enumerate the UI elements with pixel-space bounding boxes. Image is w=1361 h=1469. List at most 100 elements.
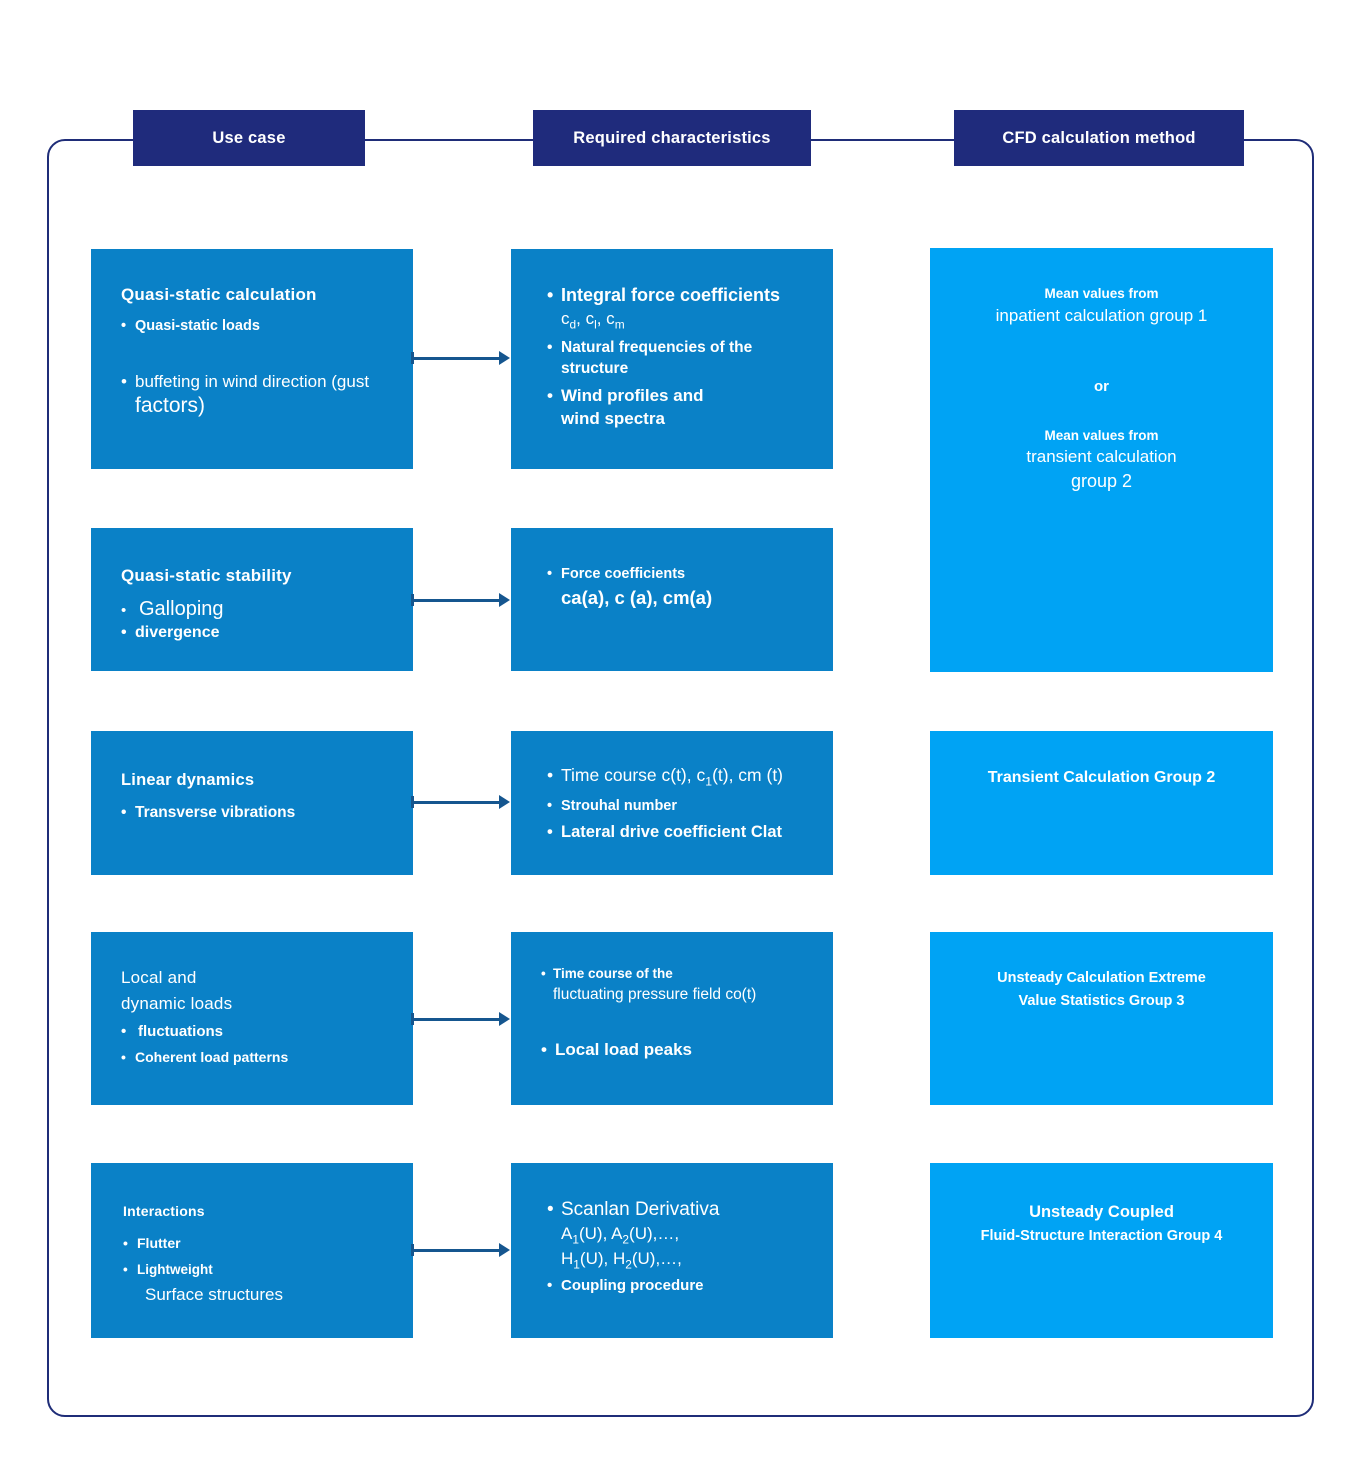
box-title: Interactions xyxy=(123,1203,205,1219)
box-title: Quasi-static calculation xyxy=(121,285,317,304)
use-case-box-quasi-static-stability: Quasi-static stability • Galloping • div… xyxy=(91,528,413,671)
bullet-item: • Scanlan Derivativa xyxy=(547,1199,817,1221)
bullet-item: • Transverse vibrations xyxy=(121,804,393,822)
bullet-item: • Quasi-static loads xyxy=(121,318,389,334)
bullet-dot: • xyxy=(121,804,127,821)
bullet-item: • Coherent load patterns xyxy=(121,1049,393,1065)
use-case-box-local-dynamic-loads: Local and dynamic loads • fluctuations •… xyxy=(91,932,413,1105)
bullet-text-continued: fluctuating pressure field co(t) xyxy=(553,986,757,1003)
method-line: transient calculation xyxy=(1026,447,1177,466)
bullet-text: Lightweight xyxy=(137,1262,213,1277)
bullet-text: Galloping xyxy=(139,598,224,620)
bullet-dot: • xyxy=(121,372,127,391)
header-use-case: Use case xyxy=(133,110,365,166)
bullet-text: Natural frequencies of the xyxy=(561,339,753,357)
bullet-text: Coherent load patterns xyxy=(135,1049,289,1065)
method-box-group3: Unsteady Calculation Extreme Value Stati… xyxy=(930,932,1273,1105)
arrow-row5-icon xyxy=(411,1243,510,1257)
method-box-group2: Transient Calculation Group 2 xyxy=(930,731,1273,875)
use-case-box-linear-dynamics: Linear dynamics • Transverse vibrations xyxy=(91,731,413,875)
box-title: Local and xyxy=(121,968,197,987)
bullet-text-continued: factors) xyxy=(135,394,206,417)
arrow-row3-icon xyxy=(411,795,510,809)
bullet-dot: • xyxy=(547,285,554,305)
method-line: Fluid-Structure Interaction Group 4 xyxy=(980,1228,1223,1244)
bullet-item: • Lateral drive coefficient Clat xyxy=(547,823,817,842)
box-title: Linear dynamics xyxy=(121,771,255,789)
bullet-dot: • xyxy=(121,1023,127,1040)
characteristics-box-row2: • Force coefficients ca(a), c (a), cm(a) xyxy=(511,528,833,671)
bullet-item: • Time course of the xyxy=(541,966,817,981)
method-line: Mean values from xyxy=(1044,286,1159,301)
bullet-text: fluctuations xyxy=(138,1023,223,1040)
bullet-dot: • xyxy=(547,1276,553,1294)
method-line: Value Statistics Group 3 xyxy=(1018,993,1185,1009)
bullet-item: • divergence xyxy=(121,624,393,642)
bullet-text: Lateral drive coefficient Clat xyxy=(561,822,782,841)
bullet-item: • Flutter xyxy=(123,1235,393,1251)
bullet-dot: • xyxy=(547,1199,554,1220)
characteristics-box-row4: • Time course of the fluctuating pressur… xyxy=(511,932,833,1105)
bullet-text-continued: wind spectra xyxy=(561,409,665,429)
bullet-dot: • xyxy=(121,318,127,334)
method-box-group4: Unsteady Coupled Fluid-Structure Interac… xyxy=(930,1163,1273,1338)
bullet-dot: • xyxy=(121,624,127,641)
bullet-text: Integral force coefficients xyxy=(561,285,781,305)
method-line: Transient Calculation Group 2 xyxy=(987,769,1216,786)
bullet-item: • fluctuations xyxy=(121,1023,393,1040)
bullet-item: • Lightweight xyxy=(123,1262,393,1277)
header-use-case-label: Use case xyxy=(212,128,286,147)
characteristics-box-row5: • Scanlan Derivativa A1(U), A2(U),…, H1(… xyxy=(511,1163,833,1338)
bullet-text-continued: structure xyxy=(561,360,629,378)
bullet-text: Scanlan Derivativa xyxy=(561,1199,720,1220)
bullet-text: Time course of the xyxy=(553,966,673,981)
bullet-text: Time course c(t), c1(t), cm (t) xyxy=(561,765,784,789)
bullet-dot: • xyxy=(123,1262,128,1277)
bullet-dot: • xyxy=(547,386,553,406)
bullet-item: • buffeting in wind direction (gust xyxy=(121,372,389,392)
bullet-item: • Strouhal number xyxy=(547,798,817,814)
arrow-row2-icon xyxy=(411,593,510,607)
bullet-text: divergence xyxy=(135,624,220,641)
arrow-row4-icon xyxy=(411,1012,510,1026)
bullet-dot: • xyxy=(547,797,553,814)
bullet-dot: • xyxy=(121,1049,126,1065)
method-line: Unsteady Coupled xyxy=(1029,1203,1174,1221)
bullet-text: Strouhal number xyxy=(561,797,678,814)
bullet-item: • Time course c(t), c1(t), cm (t) xyxy=(547,765,817,789)
header-required-characteristics-label: Required characteristics xyxy=(573,128,771,147)
bullet-dot: • xyxy=(547,566,553,582)
characteristics-box-row3: • Time course c(t), c1(t), cm (t) • Stro… xyxy=(511,731,833,875)
method-line: group 2 xyxy=(1070,471,1133,491)
bullet-text: buffeting in wind direction (gust xyxy=(135,372,370,391)
method-line: Mean values from xyxy=(1044,428,1159,443)
bullet-dot: • xyxy=(121,602,127,619)
header-cfd-method-label: CFD calculation method xyxy=(1002,128,1196,147)
bullet-dot: • xyxy=(547,822,553,841)
bullet-item: • Integral force coefficients xyxy=(547,285,813,306)
coefficient-symbols: ca(a), c (a), cm(a) xyxy=(561,587,713,608)
bullet-text-continued: Surface structures xyxy=(145,1285,283,1304)
header-cfd-method: CFD calculation method xyxy=(954,110,1244,166)
method-line: Unsteady Calculation Extreme xyxy=(997,970,1206,986)
arrow-row1-icon xyxy=(411,351,510,365)
bullet-item: • Galloping xyxy=(121,598,393,621)
bullet-dot: • xyxy=(547,765,554,785)
characteristics-box-row1: • Integral force coefficients cd, cl, cm… xyxy=(511,249,833,469)
bullet-dot: • xyxy=(547,339,553,357)
box-title-line2: dynamic loads xyxy=(121,994,233,1013)
bullet-text: Wind profiles and xyxy=(561,386,704,406)
bullet-dot: • xyxy=(123,1235,128,1251)
bullet-item: • Local load peaks xyxy=(541,1040,817,1060)
coefficient-symbols: cd, cl, cm xyxy=(561,309,625,332)
bullet-text: Coupling procedure xyxy=(561,1276,704,1294)
bullet-item: • Coupling procedure xyxy=(547,1277,817,1294)
use-case-box-quasi-static-calculation: Quasi-static calculation • Quasi-static … xyxy=(91,249,413,469)
bullet-dot: • xyxy=(541,1040,547,1059)
method-box-group1-or-group2: Mean values from inpatient calculation g… xyxy=(930,248,1273,672)
bullet-item: • Natural frequencies of the xyxy=(547,339,813,357)
bullet-text: Force coefficients xyxy=(561,566,686,582)
box-title: Quasi-static stability xyxy=(121,566,292,585)
bullet-text: Quasi-static loads xyxy=(135,318,260,334)
